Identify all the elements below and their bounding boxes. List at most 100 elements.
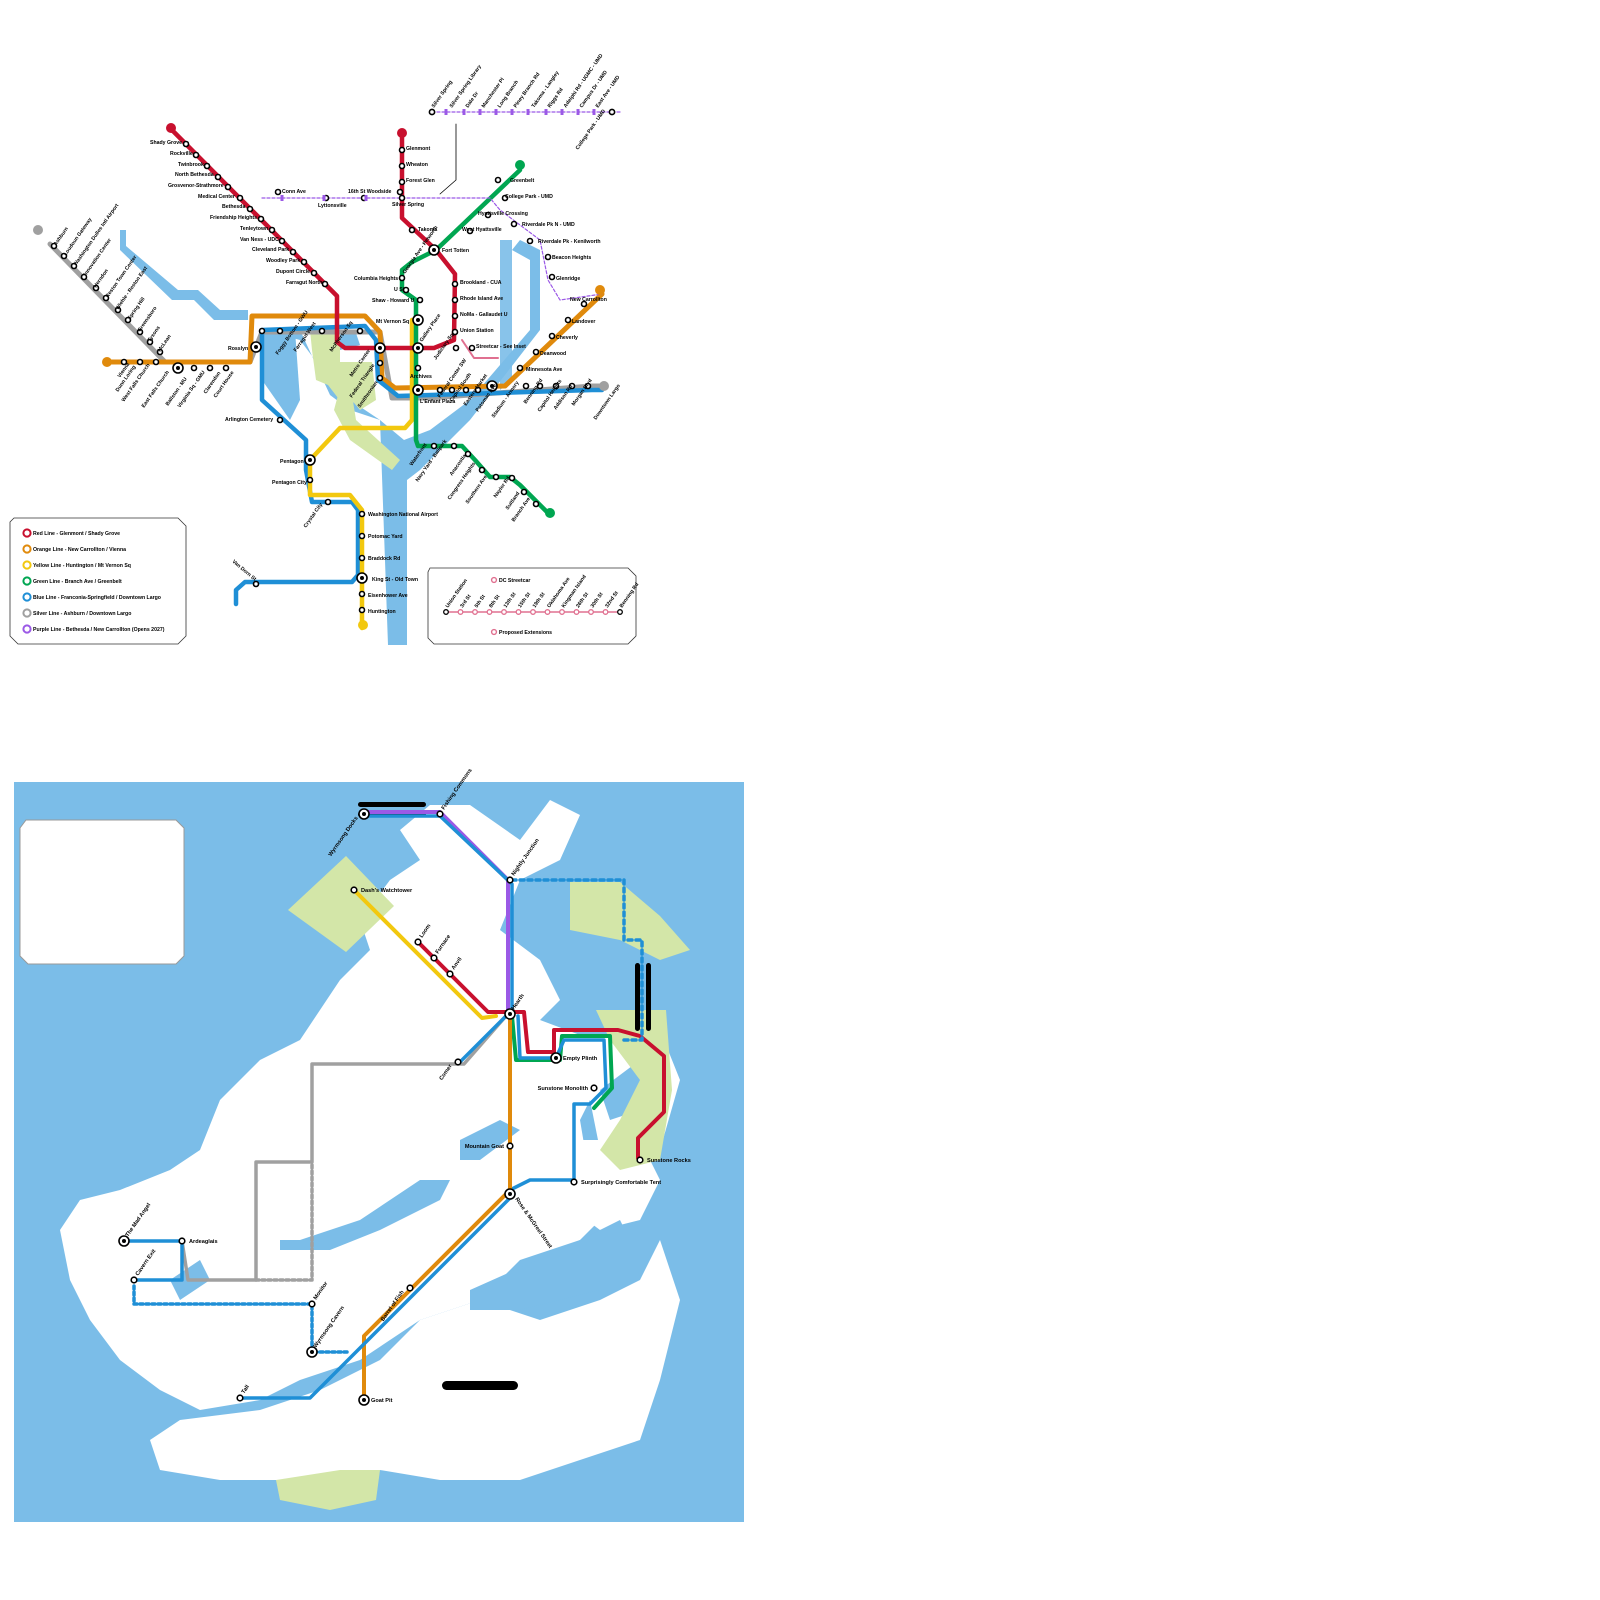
station-dot bbox=[494, 176, 502, 184]
station-dot bbox=[190, 364, 198, 372]
station-dot bbox=[376, 359, 384, 367]
label-fort-totten: Fort Totten bbox=[442, 248, 469, 254]
station-dot bbox=[306, 476, 314, 484]
inset-station-dot bbox=[573, 609, 580, 615]
station-dot bbox=[584, 382, 592, 390]
station-dot bbox=[358, 532, 366, 540]
station-dot bbox=[274, 188, 282, 196]
station-dot bbox=[136, 358, 144, 366]
label-bethesda: Bethesda bbox=[222, 204, 245, 210]
purple-line-marker bbox=[364, 195, 368, 201]
station-dot bbox=[451, 328, 459, 336]
purple-line-stations bbox=[428, 108, 616, 116]
label-columbia-heights: Columbia Heights bbox=[354, 276, 398, 282]
station-dot bbox=[580, 300, 588, 308]
station-dot bbox=[214, 173, 222, 181]
transfer-stations bbox=[172, 244, 498, 584]
terminus-dots bbox=[33, 123, 609, 630]
fantasy-yellow-line bbox=[352, 888, 498, 1020]
fantasy-station-label: Goat Pit bbox=[371, 1398, 393, 1404]
purple-line-marker bbox=[494, 109, 498, 115]
station-dot bbox=[452, 344, 460, 352]
station-dot bbox=[430, 442, 438, 450]
inset-station-dot bbox=[501, 609, 507, 615]
legend-swatch bbox=[22, 544, 32, 554]
fantasy-station-label: Dash's Watchtower bbox=[361, 888, 413, 894]
blue-line bbox=[233, 323, 605, 607]
label-deanwood: Deanwood bbox=[540, 351, 566, 357]
label-cheverly: Cheverly bbox=[556, 335, 578, 341]
fantasy-station: Surprisingly Comfortable Tent bbox=[570, 1178, 661, 1186]
station-dot bbox=[203, 162, 211, 170]
label-pentagon-city: Pentagon City bbox=[272, 480, 307, 486]
inset-station-dot bbox=[559, 609, 565, 615]
fantasy-station: Sunstone Rocks bbox=[636, 1156, 691, 1164]
station-dot bbox=[102, 294, 110, 302]
station-dot bbox=[408, 226, 416, 234]
label-union-station: Union Station bbox=[460, 328, 494, 334]
purple-line-marker bbox=[322, 195, 326, 201]
purple-connector bbox=[439, 123, 457, 195]
station-dot bbox=[152, 358, 160, 366]
fantasy-station: Ardeaglais bbox=[178, 1237, 218, 1245]
label-king-st: King St - Old Town bbox=[372, 577, 418, 583]
dc-water bbox=[120, 230, 540, 645]
station-dot bbox=[462, 386, 470, 394]
label-rhode-island: Rhode Island Ave bbox=[460, 296, 503, 302]
purple-line-marker bbox=[544, 109, 548, 115]
station-dot bbox=[258, 327, 266, 335]
fantasy-red-line bbox=[416, 940, 666, 1160]
station-dot bbox=[552, 382, 560, 390]
fantasy-station: Goat Pit bbox=[358, 1394, 393, 1406]
legend-label: Purple Line - Bethesda / New Carrollton … bbox=[33, 627, 165, 633]
inset-station-dot bbox=[617, 609, 623, 615]
fantasy-silver-dashed bbox=[254, 1160, 314, 1282]
station-dot bbox=[246, 205, 254, 213]
streetcar-inset: DC Streetcar Proposed Extensions Union S… bbox=[427, 567, 640, 645]
station-dot bbox=[206, 364, 214, 372]
station-dot bbox=[146, 338, 154, 346]
legend-swatch bbox=[22, 608, 32, 618]
fantasy-station-label: Sunstone Rocks bbox=[647, 1158, 691, 1164]
label-minnesota-ave: Minnesota Ave bbox=[526, 367, 562, 373]
label-medical-center: Medical Center bbox=[198, 194, 235, 200]
station-dot bbox=[474, 386, 482, 394]
fantasy-blue-line-south bbox=[238, 1192, 516, 1400]
station-dot bbox=[398, 162, 406, 170]
legend-swatch bbox=[22, 560, 32, 570]
fantasy-station-label: Ardeaglais bbox=[189, 1239, 218, 1245]
station-dot bbox=[358, 590, 366, 598]
inset-station-dot bbox=[486, 609, 493, 615]
fantasy-blue-line-east bbox=[508, 1014, 608, 1192]
purple-line-marker bbox=[526, 109, 530, 115]
station-dot bbox=[568, 382, 576, 390]
dc-station-labels: Shady Grove Rockville Twinbrook North Be… bbox=[150, 140, 607, 615]
label-shaw: Shaw - Howard U bbox=[372, 298, 415, 304]
inset-station-dot bbox=[515, 609, 522, 615]
label-16th-st: 16th St Woodside bbox=[348, 189, 392, 195]
dc-legend: Red Line - Glenmont / Shady GroveOrange … bbox=[9, 517, 187, 645]
legend-swatch bbox=[22, 576, 32, 586]
station-dot bbox=[520, 488, 528, 496]
legend-label: Yellow Line - Huntington / Mt Vernon Sq bbox=[33, 563, 131, 569]
fantasy-silver-line bbox=[180, 1014, 508, 1282]
label-greenbelt: Greenbelt bbox=[510, 178, 534, 184]
station-dot bbox=[544, 253, 552, 261]
station-dot bbox=[50, 242, 58, 250]
fantasy-station: Tall bbox=[236, 1384, 251, 1402]
station-dot bbox=[222, 364, 230, 372]
station-dot bbox=[289, 248, 297, 256]
label-farragut-north: Farragut North bbox=[286, 280, 322, 286]
station-dot bbox=[492, 473, 500, 481]
label-potomac-yard: Potomac Yard bbox=[368, 534, 403, 540]
purple-line-marker bbox=[478, 109, 482, 115]
station-dot bbox=[402, 286, 410, 294]
station-dot bbox=[60, 252, 68, 260]
label-conn-ave: Conn Ave bbox=[282, 189, 306, 195]
label-rosslyn: Rosslyn bbox=[228, 346, 248, 352]
inset-station-dot bbox=[588, 609, 594, 615]
station-dot bbox=[536, 382, 544, 390]
label-forest-glen: Forest Glen bbox=[406, 178, 435, 184]
station-dot bbox=[448, 386, 456, 394]
station-dot bbox=[236, 194, 244, 202]
